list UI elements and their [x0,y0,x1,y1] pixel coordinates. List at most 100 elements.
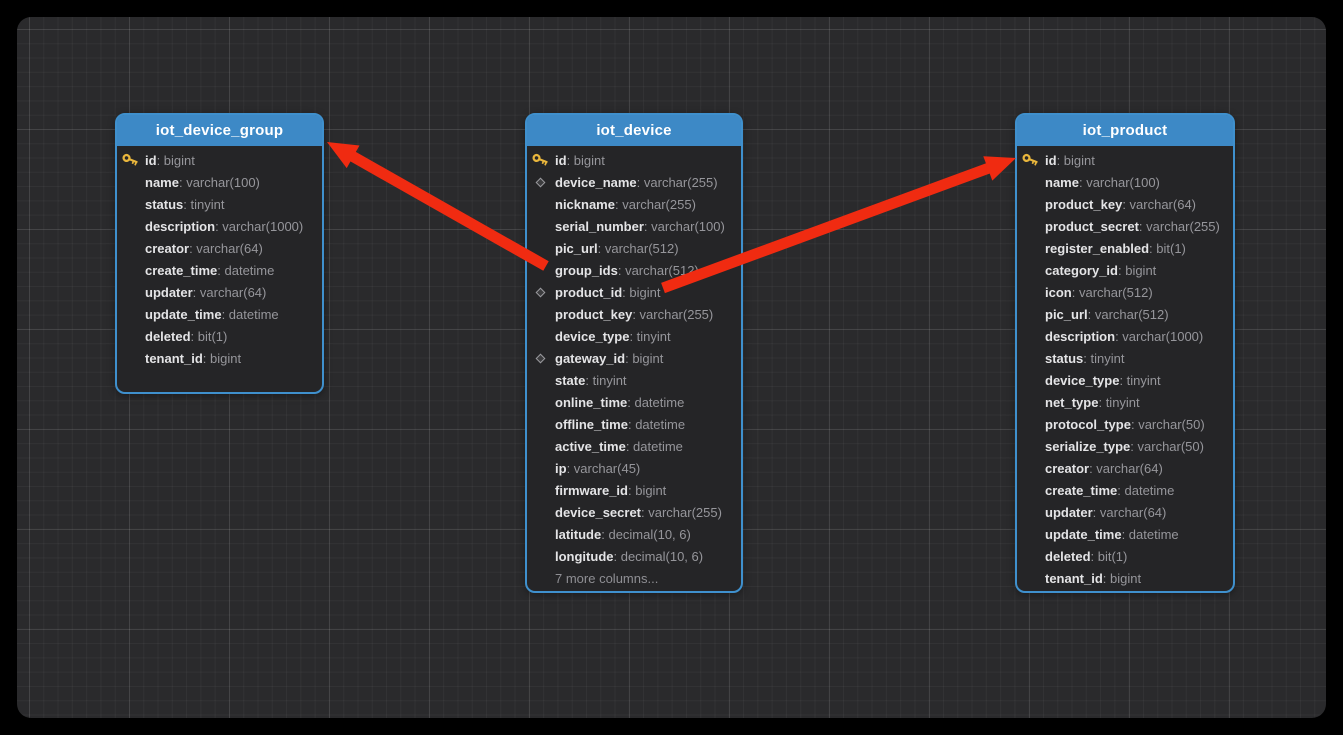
column-name: name [145,174,179,190]
column-name: firmware_id [555,482,628,498]
column-name: product_secret [1045,218,1139,234]
column-name: protocol_type [1045,416,1131,432]
column-type: : tinyint [1083,350,1125,366]
column-row-gateway_id[interactable]: gateway_id: bigint [531,347,735,369]
column-type: : bigint [622,284,661,300]
column-name: create_time [1045,482,1118,498]
column-type: : bigint [202,350,242,366]
column-type: : datetime [1121,526,1179,542]
column-row-creator[interactable]: creator: varchar(64) [1021,457,1227,479]
table-header-iot-device-group[interactable]: iot_device_group [117,115,322,146]
column-row-deleted[interactable]: deleted: bit(1) [121,325,316,347]
column-row-updater[interactable]: updater: varchar(64) [1021,501,1227,523]
column-row-register_enabled[interactable]: register_enabled: bit(1) [1021,237,1227,259]
column-name: tenant_id [1045,570,1103,586]
column-type: : varchar(64) [189,240,263,256]
column-row-product_key[interactable]: product_key: varchar(64) [1021,193,1227,215]
column-name: device_type [1045,372,1120,388]
column-name: updater [145,284,193,300]
column-row-protocol_type[interactable]: protocol_type: varchar(50) [1021,413,1227,435]
column-row-id[interactable]: id: bigint [1021,149,1227,171]
column-row-device_name[interactable]: device_name: varchar(255) [531,171,735,193]
column-name: register_enabled [1045,240,1150,256]
column-row-pic_url[interactable]: pic_url: varchar(512) [1021,303,1227,325]
column-row-product_id[interactable]: product_id: bigint [531,281,735,303]
table-header-iot-product[interactable]: iot_product [1017,115,1233,146]
column-name: group_ids [555,262,618,278]
column-row-name[interactable]: name: varchar(100) [1021,171,1227,193]
column-row-online_time[interactable]: online_time: datetime [531,391,735,413]
column-row-device_type[interactable]: device_type: tinyint [531,325,735,347]
column-row-device_type[interactable]: device_type: tinyint [1021,369,1227,391]
column-type: : bit(1) [190,328,228,344]
column-type: : varchar(100) [643,218,725,234]
more-columns-row[interactable]: 7 more columns... [531,567,735,589]
diamond-icon [531,177,549,187]
column-name: nickname [555,196,615,212]
column-row-tenant_id[interactable]: tenant_id: bigint [121,347,316,369]
column-row-offline_time[interactable]: offline_time: datetime [531,413,735,435]
column-row-update_time[interactable]: update_time: datetime [1021,523,1227,545]
column-row-icon[interactable]: icon: varchar(512) [1021,281,1227,303]
column-row-serial_number[interactable]: serial_number: varchar(100) [531,215,735,237]
column-row-active_time[interactable]: active_time: datetime [531,435,735,457]
key-icon [1021,152,1039,168]
column-row-status[interactable]: status: tinyint [1021,347,1227,369]
column-name: name [1045,174,1079,190]
column-row-tenant_id[interactable]: tenant_id: bigint [1021,567,1227,589]
column-type: : tinyint [1119,372,1161,388]
column-row-ip[interactable]: ip: varchar(45) [531,457,735,479]
column-row-updater[interactable]: updater: varchar(64) [121,281,316,303]
column-row-creator[interactable]: creator: varchar(64) [121,237,316,259]
column-type: : datetime [217,262,275,278]
column-type: : decimal(10, 6) [613,548,704,564]
column-row-latitude[interactable]: latitude: decimal(10, 6) [531,523,735,545]
column-row-category_id[interactable]: category_id: bigint [1021,259,1227,281]
column-row-create_time[interactable]: create_time: datetime [121,259,316,281]
column-name: latitude [555,526,602,542]
column-type: : varchar(255) [1138,218,1220,234]
column-row-deleted[interactable]: deleted: bit(1) [1021,545,1227,567]
column-name: icon [1045,284,1072,300]
column-type: : datetime [627,394,685,410]
column-name: state [555,372,586,388]
column-type: : bigint [1056,152,1095,168]
column-row-product_secret[interactable]: product_secret: varchar(255) [1021,215,1227,237]
column-row-group_ids[interactable]: group_ids: varchar(512) [531,259,735,281]
column-type: : tinyint [1098,394,1140,410]
column-row-nickname[interactable]: nickname: varchar(255) [531,193,735,215]
column-type: : varchar(100) [178,174,260,190]
column-row-state[interactable]: state: tinyint [531,369,735,391]
column-row-status[interactable]: status: tinyint [121,193,316,215]
column-type: : varchar(512) [597,240,679,256]
column-row-pic_url[interactable]: pic_url: varchar(512) [531,237,735,259]
column-row-description[interactable]: description: varchar(1000) [1021,325,1227,347]
column-type: : tinyint [585,372,627,388]
column-row-serialize_type[interactable]: serialize_type: varchar(50) [1021,435,1227,457]
column-name: updater [1045,504,1093,520]
column-row-description[interactable]: description: varchar(1000) [121,215,316,237]
column-name: device_secret [555,504,642,520]
column-row-longitude[interactable]: longitude: decimal(10, 6) [531,545,735,567]
column-row-id[interactable]: id: bigint [121,149,316,171]
column-type: : bigint [156,152,195,168]
column-type: : varchar(512) [617,262,699,278]
column-row-id[interactable]: id: bigint [531,149,735,171]
column-name: product_key [555,306,633,322]
column-name: id [555,152,567,168]
column-row-update_time[interactable]: update_time: datetime [121,303,316,325]
column-row-name[interactable]: name: varchar(100) [121,171,316,193]
column-row-create_time[interactable]: create_time: datetime [1021,479,1227,501]
table-header-iot-device[interactable]: iot_device [527,115,741,146]
column-row-product_key[interactable]: product_key: varchar(255) [531,303,735,325]
key-icon [121,152,139,168]
column-row-device_secret[interactable]: device_secret: varchar(255) [531,501,735,523]
column-row-firmware_id[interactable]: firmware_id: bigint [531,479,735,501]
column-row-net_type[interactable]: net_type: tinyint [1021,391,1227,413]
